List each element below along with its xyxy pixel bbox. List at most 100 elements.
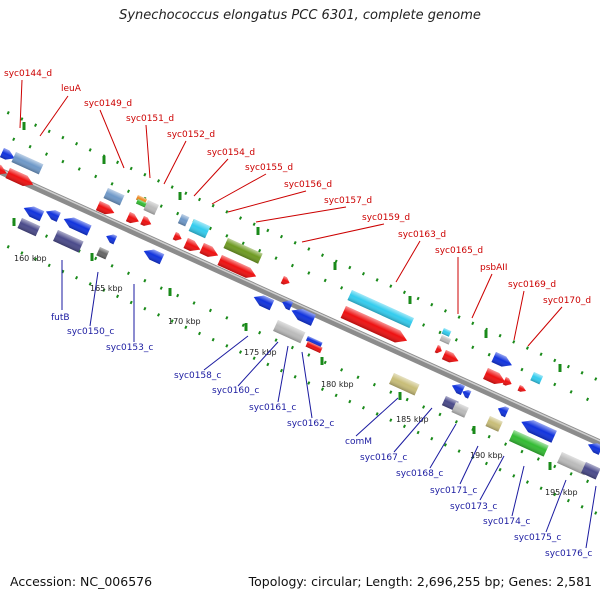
forward-leader-line: [145, 124, 151, 179]
gene-shading: [135, 195, 148, 204]
gene-shading: [485, 416, 503, 432]
topology-text: Topology: circular; Length: 2,696,255 bp…: [248, 574, 592, 589]
tick-mark: [408, 296, 412, 304]
backbone: [0, 167, 600, 447]
gene-shading: [53, 230, 84, 253]
tick-label: 170 kbp: [168, 317, 201, 326]
reverse-leader-line: [203, 335, 249, 371]
gene-label: syc0167_c: [360, 453, 407, 463]
gene-label: syc0176_c: [545, 549, 592, 559]
forward-gene: [491, 352, 512, 367]
tick-mark: [472, 426, 476, 434]
accession-text: Accession: NC_006576: [10, 574, 153, 589]
gene-label: syc0173_c: [450, 502, 497, 512]
gene-shading: [0, 148, 15, 160]
forward-gene: [217, 255, 257, 278]
gene-shading: [95, 201, 115, 215]
reverse-gene: [23, 206, 45, 222]
tick-mark: [548, 462, 552, 470]
gene-block: [177, 214, 190, 227]
forward-gene: [502, 377, 512, 386]
gene-shading: [253, 295, 275, 311]
gene-shading: [5, 168, 34, 186]
gene-shading: [497, 406, 510, 418]
forward-gene: [441, 350, 459, 363]
gene-shading: [273, 320, 306, 344]
gene-label: syc0174_c: [483, 517, 530, 527]
reverse-leader-line: [89, 271, 99, 327]
gene-shading: [183, 238, 201, 251]
tick-mark: [178, 192, 182, 200]
label-leader-lines: [19, 79, 597, 549]
gene-shading: [530, 372, 544, 385]
gene-block: [188, 219, 211, 239]
reverse-gene: [106, 234, 118, 245]
gene-block: [17, 218, 41, 237]
gene-label: syc0158_c: [174, 371, 221, 381]
gene-shading: [17, 218, 41, 237]
tick-mark: [333, 262, 337, 270]
reverse-gene: [63, 217, 92, 236]
tick-mark: [244, 323, 248, 331]
tick-mark: [484, 330, 488, 338]
gene-shading: [305, 341, 323, 354]
forward-gene: [5, 168, 34, 186]
reverse-leader-line: [585, 485, 597, 549]
gene-shading: [135, 199, 148, 208]
gene-shading: [199, 243, 219, 257]
gene-label: syc0163_d: [398, 230, 446, 240]
gene-shading: [23, 206, 45, 222]
gene-label: syc0165_d: [435, 246, 483, 256]
forward-leader-line: [395, 240, 421, 283]
reverse-gene: [253, 295, 275, 311]
gene-label: syc0157_d: [324, 196, 372, 206]
reverse-leader-line: [429, 423, 457, 469]
gene-block: [530, 372, 544, 385]
forward-leader-line: [255, 206, 347, 223]
tick-mark: [90, 253, 94, 261]
gene-shading: [282, 300, 294, 311]
gene-shading: [587, 443, 600, 455]
gene-label: syc0149_d: [84, 99, 132, 109]
gene-label: syc0151_d: [126, 114, 174, 124]
gene-label: syc0161_c: [249, 403, 296, 413]
gene-block: [557, 452, 590, 476]
gene-label: syc0168_c: [396, 469, 443, 479]
gene-features: [0, 148, 600, 480]
gene-label: comM: [345, 437, 372, 447]
forward-gene: [0, 163, 7, 175]
gene-label: syc0170_d: [543, 296, 591, 306]
reverse-gene: [521, 420, 557, 443]
gene-shading: [188, 219, 211, 239]
forward-gene: [95, 201, 115, 215]
tick-dot-row: [0, 131, 600, 407]
gene-label: syc0159_d: [362, 213, 410, 223]
forward-gene: [140, 216, 152, 226]
gene-shading: [451, 383, 465, 396]
gene-block: [103, 188, 125, 206]
forward-gene: [125, 212, 139, 224]
gene-shading: [0, 163, 7, 175]
forward-leader-line: [39, 95, 69, 137]
gene-shading: [45, 210, 61, 222]
gene-shading: [177, 214, 190, 227]
gene-shading: [439, 335, 452, 345]
gene-shading: [291, 308, 316, 326]
reverse-gene: [462, 389, 472, 399]
gene-shading: [517, 385, 527, 392]
gene-block: [11, 152, 44, 175]
gene-block: [439, 335, 452, 345]
reverse-leader-line: [545, 479, 567, 533]
forward-leader-line: [227, 190, 307, 213]
forward-gene: [434, 345, 442, 354]
gene-block: [451, 402, 469, 418]
gene-shading: [521, 420, 557, 443]
gene-label: psbAII: [480, 263, 508, 273]
gene-label: syc0153_c: [106, 343, 153, 353]
gene-shading: [509, 430, 549, 457]
gene-shading: [217, 255, 257, 278]
forward-leader-line: [19, 79, 23, 129]
gene-shading: [223, 238, 263, 264]
gene-shading: [441, 328, 452, 337]
gene-shading: [581, 462, 600, 480]
